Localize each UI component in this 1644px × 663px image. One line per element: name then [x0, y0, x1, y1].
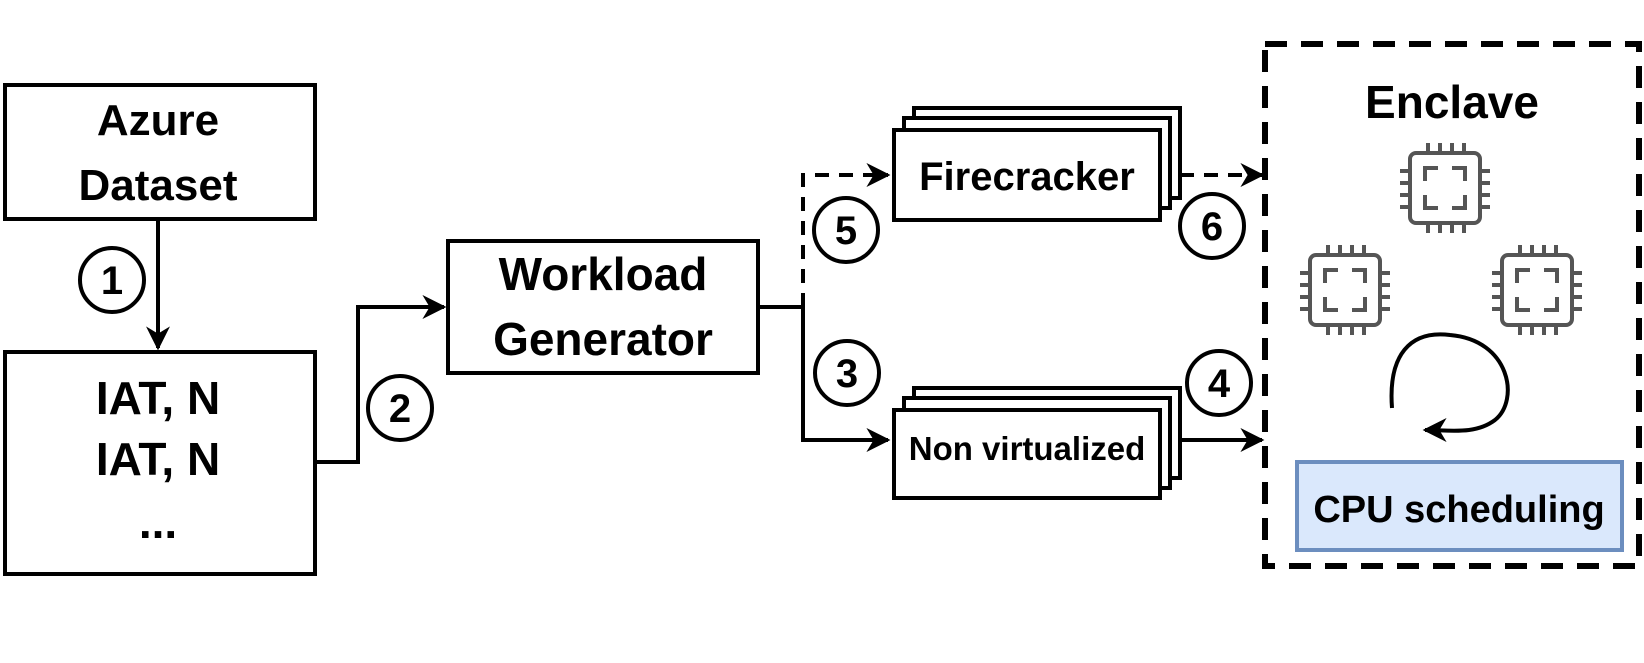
step-4-label: 4: [1208, 362, 1231, 406]
cpu-chip-icon: [1490, 243, 1584, 337]
nonvirtualized-box: Non virtualized: [892, 386, 1182, 500]
workload-generator-box: Workload Generator: [446, 239, 760, 375]
cpu-chip-icon: [1398, 141, 1492, 235]
iat-trace-box: IAT, N IAT, N ...: [3, 350, 317, 576]
cpu-scheduling-label: CPU scheduling: [1313, 489, 1604, 531]
azure-dataset-line2: Dataset: [79, 161, 238, 210]
arrow-trace-to-generator: [315, 295, 447, 464]
circular-arrow-icon: [1389, 332, 1510, 443]
enclave-title: Enclave: [1365, 76, 1539, 128]
step-3-label: 3: [836, 352, 858, 396]
iat-line1: IAT, N: [96, 372, 220, 424]
cpu-scheduling-box: CPU scheduling: [1295, 460, 1624, 552]
firecracker-label: Firecracker: [919, 155, 1135, 199]
step-3-marker: 3: [813, 339, 881, 407]
step-5-marker: 5: [812, 196, 880, 264]
step-4-marker: 4: [1185, 349, 1253, 417]
azure-dataset-line1: Azure: [97, 96, 219, 145]
arrow-generator-to-nonvirtualized: [758, 305, 891, 452]
step-2-marker: 2: [366, 374, 434, 442]
iat-line2: IAT, N: [96, 433, 220, 485]
generator-line2: Generator: [493, 313, 713, 365]
iat-line3: ...: [139, 496, 177, 548]
step-6-marker: 6: [1178, 192, 1246, 260]
step-2-label: 2: [389, 387, 411, 431]
generator-line1: Workload: [499, 248, 708, 300]
azure-dataset-box: Azure Dataset: [3, 83, 317, 221]
step-6-label: 6: [1201, 205, 1223, 249]
step-1-marker: 1: [78, 246, 146, 314]
arrow-generator-to-firecracker: [801, 163, 891, 307]
enclave-boundary: Enclave: [1262, 41, 1642, 569]
step-1-label: 1: [101, 259, 123, 303]
step-5-label: 5: [835, 209, 857, 253]
firecracker-box: Firecracker: [892, 106, 1182, 222]
nonvirtualized-label: Non virtualized: [909, 430, 1146, 467]
cpu-chip-icon: [1298, 243, 1392, 337]
